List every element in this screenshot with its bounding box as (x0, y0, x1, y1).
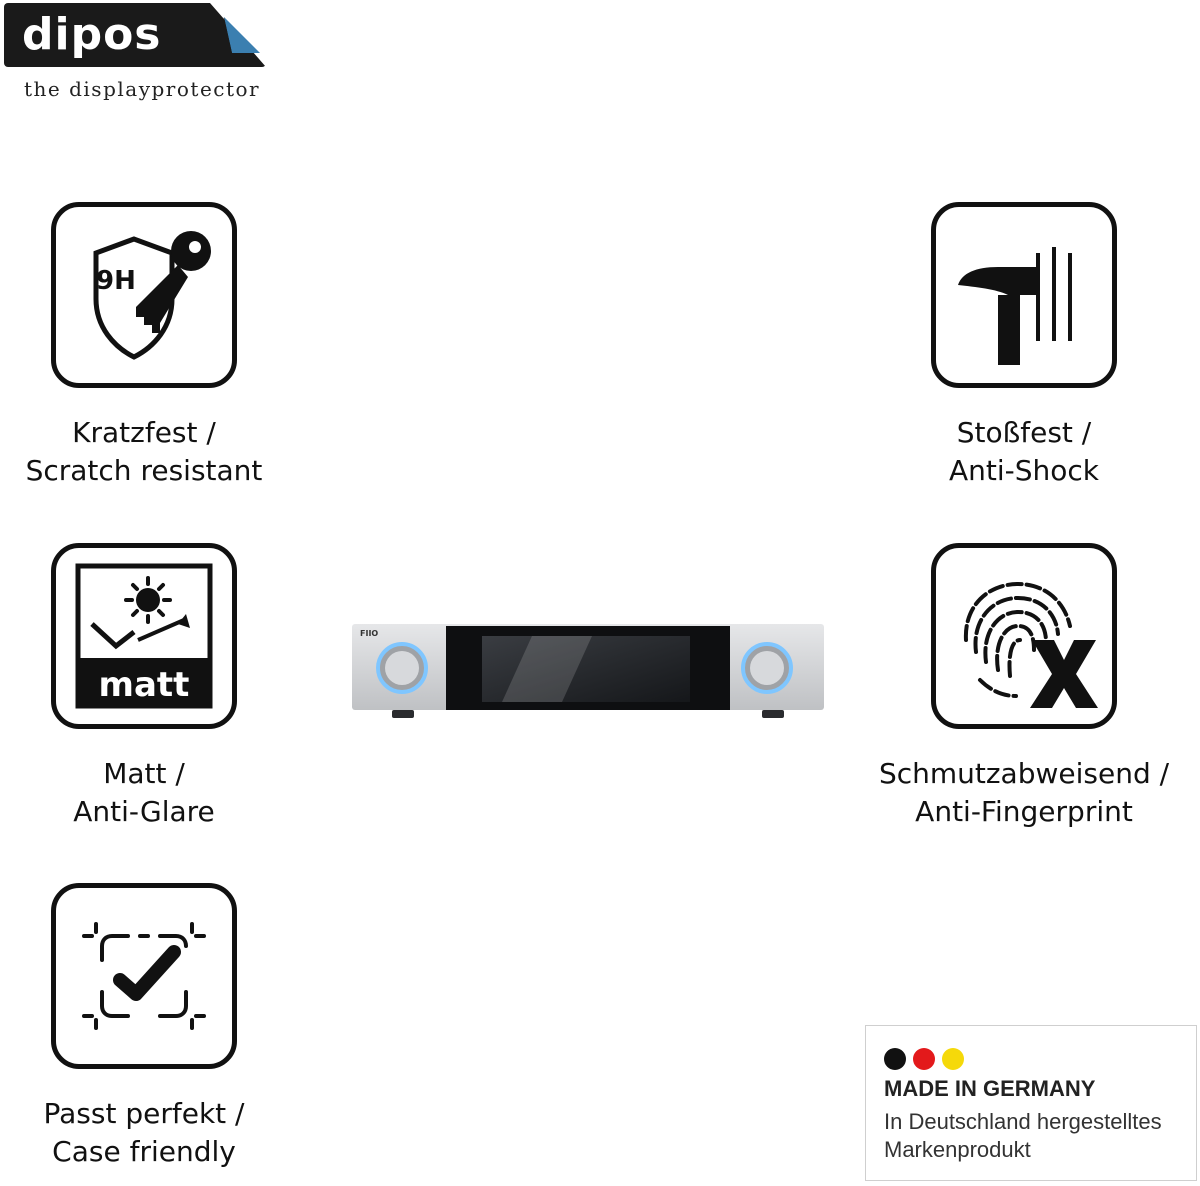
svg-text:matt: matt (99, 665, 190, 705)
feature-case-friendly: Passt perfekt / Case friendly (0, 883, 294, 1171)
made-in-germany-line2: Markenprodukt (884, 1137, 1031, 1162)
svg-text:9H: 9H (96, 266, 136, 296)
feature-label-en: Case friendly (52, 1135, 236, 1168)
feature-icon-frame (51, 883, 237, 1069)
feature-label-en: Anti-Shock (948, 454, 1100, 487)
hammer-icon (958, 247, 1072, 365)
made-in-germany-line1: In Deutschland hergestelltes (884, 1109, 1162, 1134)
device-illustration: FIIO (352, 624, 824, 718)
flag-dot-black (884, 1048, 906, 1070)
german-flag-dots (884, 1048, 966, 1070)
feature-icon-frame (931, 543, 1117, 729)
brand-logo: dipos the displayprotector (4, 3, 266, 103)
fingerprint-cross-icon (963, 581, 1098, 708)
device-brand: FIIO (360, 629, 378, 638)
check-frame-icon (82, 922, 206, 1030)
feature-icon-frame: 9H (51, 202, 237, 388)
feature-label-de: Schmutzabweisend / (878, 757, 1170, 790)
flag-dot-red (913, 1048, 936, 1070)
shield-key-9h-icon: 9H (93, 231, 211, 360)
peeling-corner-icon (210, 3, 266, 67)
feature-anti-fingerprint: Schmutzabweisend / Anti-Fingerprint (874, 543, 1174, 831)
feature-label-de: Kratzfest / (72, 416, 216, 449)
made-in-germany-badge: MADE IN GERMANY In Deutschland hergestel… (865, 1025, 1197, 1181)
sun-glare-matt-icon: matt (75, 563, 213, 709)
logo-tagline: the displayprotector (24, 77, 261, 101)
feature-anti-shock: Stoßfest / Anti-Shock (874, 202, 1174, 490)
flag-dot-gold (942, 1048, 965, 1070)
logo-wordmark: dipos (22, 9, 162, 60)
feature-icon-frame (931, 202, 1117, 388)
feature-scratch-resistant: 9H Kratzfest / Scratch resistant (0, 202, 294, 490)
feature-label-en: Anti-Glare (73, 795, 215, 828)
feature-label-de: Stoßfest / (956, 416, 1092, 449)
feature-icon-frame: matt (51, 543, 237, 729)
feature-label-de: Passt perfekt / (43, 1097, 245, 1130)
feature-anti-glare: matt Matt / Anti-Glare (0, 543, 294, 831)
feature-label-de: Matt / (103, 757, 185, 790)
made-in-germany-title: MADE IN GERMANY (884, 1076, 1096, 1101)
feature-label-en: Scratch resistant (25, 454, 263, 487)
feature-label-en: Anti-Fingerprint (915, 795, 1133, 828)
